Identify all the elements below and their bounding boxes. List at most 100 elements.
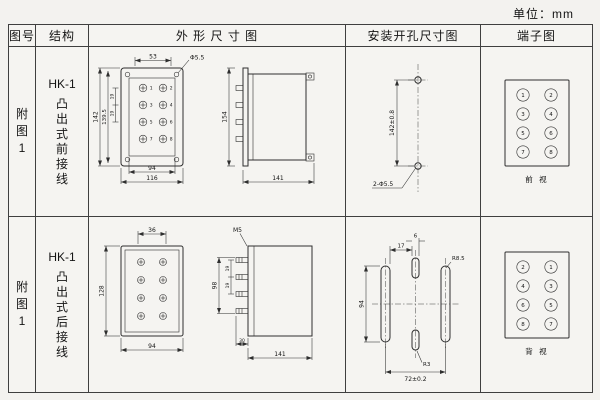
screw-number: 3 (149, 102, 152, 108)
dim-label: 19 (225, 265, 231, 271)
terminal-number: 5 (549, 303, 553, 309)
view-caption: 背 视 (525, 346, 548, 356)
terminal-block: 1 2 3 4 5 6 7 8 (504, 79, 569, 166)
screw-number: 8 (169, 136, 172, 142)
dim-label: 2-Φ5.5 (373, 181, 393, 188)
terminal-number: 7 (521, 150, 525, 156)
dim-label: 139.5 (101, 108, 107, 124)
dim-label: 116 (146, 175, 158, 182)
terminal-number: 1 (549, 265, 553, 271)
header-terminal: 端子图 (480, 24, 593, 47)
mounting-drawing-rear-wiring: 17 6 R8.5 94 R3 (358, 233, 465, 383)
dim-label: 53 (149, 53, 157, 60)
outline-cell-1: 1 2 3 4 5 6 7 8 5 (88, 46, 346, 217)
fig-no-char: 1 (18, 314, 26, 328)
rear-view-dimensions: 36 128 94 (98, 227, 183, 352)
outline-drawing-front-wiring: 1 2 3 4 5 6 7 8 5 (92, 53, 314, 184)
side-view-dimensions: M5 98 19 19 (211, 227, 312, 360)
dim-label: 94 (148, 165, 156, 172)
dim-label: 72±0.2 (404, 376, 426, 383)
structure-cell-1: HK-1 凸 出 式 前 接 线 (35, 46, 89, 217)
dim-label: 98 (211, 281, 218, 289)
terminal-number: 6 (549, 131, 553, 137)
terminal-number: 4 (549, 112, 553, 118)
fig-no-char: 1 (18, 141, 26, 155)
terminal-number: 6 (521, 303, 525, 309)
side-view (235, 245, 312, 336)
mounting-drawing-front-wiring: 142±0.8 2-Φ5.5 (371, 63, 428, 192)
dim-label: 154 (221, 111, 228, 123)
dim-label: Φ5.5 (190, 54, 204, 61)
model-label: HK-1 (48, 76, 76, 91)
view-caption: 前 视 (525, 174, 548, 184)
dim-label: 19 (109, 110, 115, 116)
terminal-number: 8 (549, 150, 553, 156)
screw-number: 4 (169, 102, 172, 108)
dim-label: 94 (148, 343, 156, 350)
model-label: HK-1 (48, 249, 76, 264)
terminal-number: 3 (521, 112, 525, 118)
mounting-slots (371, 249, 459, 358)
mounting-cell-2: 17 6 R8.5 94 R3 (345, 216, 481, 393)
spec-table: 图号 结构 外 形 尺 寸 图 安装开孔尺寸图 端子图 附 图 1 HK-1 凸… (8, 24, 593, 393)
header-fig-no: 图号 (8, 24, 36, 47)
side-view (235, 67, 314, 166)
dim-label: 36 (148, 227, 156, 234)
dim-label: 141 (274, 351, 286, 358)
fig-no-cell-1: 附 图 1 (8, 46, 36, 217)
terminal-cell-2: 2 1 4 3 6 5 8 7 背 视 (480, 216, 593, 393)
terminal-number: 3 (549, 284, 553, 290)
dim-label: M5 (233, 227, 242, 234)
front-view-dimensions: 53 Φ5.5 142 139.5 (92, 53, 204, 184)
fig-no-char: 图 (15, 297, 28, 311)
dim-label: 19 (109, 93, 115, 99)
dim-label: 128 (98, 285, 105, 297)
header-mounting: 安装开孔尺寸图 (345, 24, 481, 47)
terminal-cell-1: 1 2 3 4 5 6 7 8 前 视 (480, 46, 593, 217)
dim-label: 94 (358, 300, 365, 308)
side-view-dimensions: 154 141 (221, 67, 314, 184)
fig-no-char: 图 (15, 124, 28, 138)
dim-label: 30 (239, 338, 245, 344)
row-front-wiring: 附 图 1 HK-1 凸 出 式 前 接 线 (8, 46, 593, 217)
structure-text: 凸 出 式 前 接 线 (55, 96, 68, 186)
terminal-number: 7 (549, 322, 553, 328)
header-row: 图号 结构 外 形 尺 寸 图 安装开孔尺寸图 端子图 (8, 24, 593, 47)
screw-number: 7 (149, 136, 152, 142)
mounting-holes (407, 63, 428, 192)
header-outline: 外 形 尺 寸 图 (88, 24, 346, 47)
terminal-number: 2 (549, 93, 553, 99)
dim-label: R8.5 (452, 256, 465, 262)
dim-label: 19 (225, 282, 231, 288)
mounting-cell-1: 142±0.8 2-Φ5.5 (345, 46, 481, 217)
row-rear-wiring: 附 图 1 HK-1 凸 出 式 后 接 线 (8, 216, 593, 393)
rear-view (120, 245, 183, 336)
outline-drawing-rear-wiring: 36 128 94 (98, 227, 312, 360)
screw-number: 2 (169, 85, 172, 91)
dim-label: 142 (92, 111, 99, 123)
mounting-dimensions: 142±0.8 2-Φ5.5 (371, 79, 416, 188)
dim-label: 142±0.8 (389, 109, 396, 135)
structure-text: 凸 出 式 后 接 线 (55, 269, 68, 359)
screw-number: 1 (149, 85, 152, 91)
mounting-slot-dimensions: 17 6 R8.5 94 R3 (358, 233, 465, 383)
outline-cell-2: 36 128 94 (88, 216, 346, 393)
unit-label: 单位：mm (513, 7, 574, 21)
screw-number: 6 (169, 119, 172, 125)
terminal-number: 8 (521, 322, 525, 328)
dim-label: 141 (272, 175, 284, 182)
screw-number: 5 (149, 119, 152, 125)
terminal-diagram-rear-view: 2 1 4 3 6 5 8 7 背 视 (504, 251, 569, 356)
terminal-number: 1 (521, 93, 525, 99)
fig-no-cell-2: 附 图 1 (8, 216, 36, 393)
terminal-block: 2 1 4 3 6 5 8 7 (504, 251, 569, 338)
dim-label: 17 (397, 243, 404, 249)
terminal-diagram-front-view: 1 2 3 4 5 6 7 8 前 视 (504, 79, 569, 184)
terminal-number: 5 (521, 131, 525, 137)
dim-label: R3 (423, 362, 431, 368)
terminal-number: 2 (521, 265, 525, 271)
header-structure: 结构 (35, 24, 89, 47)
fig-no-char: 附 (15, 107, 28, 121)
dim-label: 6 (413, 233, 417, 239)
